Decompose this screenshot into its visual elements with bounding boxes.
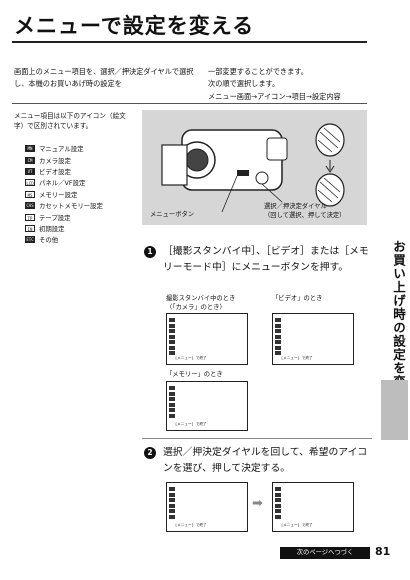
caption-video: 「ビデオ」のとき [272, 295, 323, 302]
menu-screen-before: [メニュー] で終了 [166, 482, 248, 532]
dial-closeup-top [315, 123, 345, 157]
manual-settings-icon: MN [25, 145, 35, 153]
right-arrow-icon: ➡ [252, 496, 263, 511]
legend-item: CAS カセットメモリー設定 [25, 200, 103, 211]
legend-label: その他 [39, 236, 59, 245]
intro-text-right: 一部変更することができます。 次の順で選択します。 メニュー画面→アイコン→項目… [208, 66, 373, 103]
dial-label-line1: 選択／押決定ダイヤル [264, 203, 327, 210]
down-arrow-icon [325, 160, 335, 173]
dial-closeup-bottom [315, 173, 345, 207]
cassette-memory-icon: CAS [25, 202, 35, 210]
page-title: メニューで設定を変える [14, 14, 255, 38]
legend-label: 初期設定 [39, 224, 65, 233]
camera-illustration-panel [142, 110, 367, 225]
step-2-text: 選択／押決定ダイヤルを回して、希望のアイコンを選び、押して決定する。 [163, 447, 368, 474]
menu-button-leader [221, 175, 238, 213]
side-tab-block [381, 380, 408, 440]
screen-icon-column [275, 487, 281, 520]
menu-button-label: メニューボタン [150, 211, 195, 218]
menu-screen-after: [メニュー] で終了 [272, 482, 354, 532]
legend-item: IN 初期設定 [25, 223, 103, 234]
camera-settings-icon: CM [25, 156, 35, 164]
dial-leader [261, 183, 283, 203]
legend-label: カセットメモリー設定 [39, 202, 103, 211]
menu-screen-memory: [メニュー] で終了 [166, 381, 248, 431]
tape-settings-icon: TP [25, 213, 35, 221]
legend-label: カメラ設定 [39, 156, 71, 165]
icon-legend: MN マニュアル設定 CM カメラ設定 VT ビデオ設定 LCD パネル／VF設定 MS… [25, 143, 103, 246]
step-2-number: 2 [144, 447, 156, 459]
screen-icon-column [169, 487, 175, 520]
legend-item: LCD パネル／VF設定 [25, 177, 103, 188]
etc-icon: ETC [25, 236, 35, 244]
caption-camera-line1: 撮影スタンバイ中のとき [166, 295, 236, 302]
legend-label: メモリー設定 [39, 190, 78, 199]
legend-label: ビデオ設定 [39, 167, 71, 176]
legend-item: CM カメラ設定 [25, 154, 103, 165]
intro-flow: メニュー画面→アイコン→項目→設定内容 [208, 92, 341, 101]
dial-ridges-top [317, 127, 341, 153]
sidebar-intro: メニュー項目は以下のアイコン（絵文字）で区別されています。 [14, 112, 126, 130]
intro-line-2: 次の順で選択します。 [208, 79, 280, 88]
intro-line-1: 一部変更することができます。 [208, 67, 308, 76]
legend-item: TP テープ設定 [25, 211, 103, 222]
lcd-panel [161, 144, 188, 186]
video-settings-icon: VT [25, 167, 35, 175]
camcorder-illustration [161, 123, 345, 213]
initial-settings-icon: IN [25, 224, 35, 232]
caption-camera-line2: （「カメラ」のとき） [166, 304, 226, 311]
dial-label-line2: （回して選択、押して決定） [264, 212, 346, 219]
screen-icon-column [169, 386, 175, 419]
menu-screen-video: [メニュー] で終了 [272, 313, 354, 365]
step-1: 1 ［撮影スタンバイ中］、［ビデオ］または［メモリーモード中］にメニューボタンを… [144, 244, 372, 276]
legend-item: MN マニュアル設定 [25, 143, 103, 154]
legend-label: パネル／VF設定 [39, 179, 86, 188]
lens [185, 148, 209, 172]
screen-footer: [メニュー] で終了 [175, 523, 207, 527]
menu-button-shape [237, 170, 249, 176]
step-1-text: ［撮影スタンバイ中］、［ビデオ］または［メモリーモード中］にメニューボタンを押す… [163, 246, 369, 273]
screen-icon-column [169, 318, 175, 357]
intro-text-left: 画面上のメニュー項目を、選択／押決定ダイヤルで選択し、本機のお買いあげ時の設定を [14, 67, 194, 88]
caption-camera: 撮影スタンバイ中のとき （「カメラ」のとき） [166, 294, 235, 312]
legend-label: マニュアル設定 [39, 145, 84, 154]
page-number: 81 [375, 545, 391, 558]
legend-item: VT ビデオ設定 [25, 166, 103, 177]
menu-screen-camera: [メニュー] で終了 [166, 313, 248, 365]
screen-footer: [メニュー] で終了 [175, 356, 207, 360]
screen-icon-column [275, 318, 281, 357]
screen-footer: [メニュー] で終了 [281, 356, 313, 360]
step-2: 2 選択／押決定ダイヤルを回して、希望のアイコンを選び、押して決定する。 [144, 445, 372, 477]
panel-settings-icon: LCD [25, 179, 35, 187]
legend-item: MS メモリー設定 [25, 189, 103, 200]
step-1-number: 1 [144, 246, 156, 258]
intro-rule [12, 103, 367, 104]
screen-footer: [メニュー] で終了 [175, 422, 207, 426]
viewfinder [266, 137, 288, 161]
step-divider [142, 438, 372, 439]
continue-banner: 次のページへつづく [280, 547, 370, 559]
side-tab-text: お買い上げ時の設定を変える [391, 240, 406, 416]
title-rule [12, 41, 367, 43]
legend-item: ETC その他 [25, 234, 103, 245]
dial-label: 選択／押決定ダイヤル （回して選択、押して決定） [264, 202, 345, 220]
screen-footer: [メニュー] で終了 [281, 523, 313, 527]
legend-label: テープ設定 [39, 213, 71, 222]
memory-settings-icon: MS [25, 190, 35, 198]
caption-memory: 「メモリー」のとき [166, 371, 223, 378]
dial-ridges-bottom [317, 177, 341, 203]
dial-shape [255, 171, 269, 185]
